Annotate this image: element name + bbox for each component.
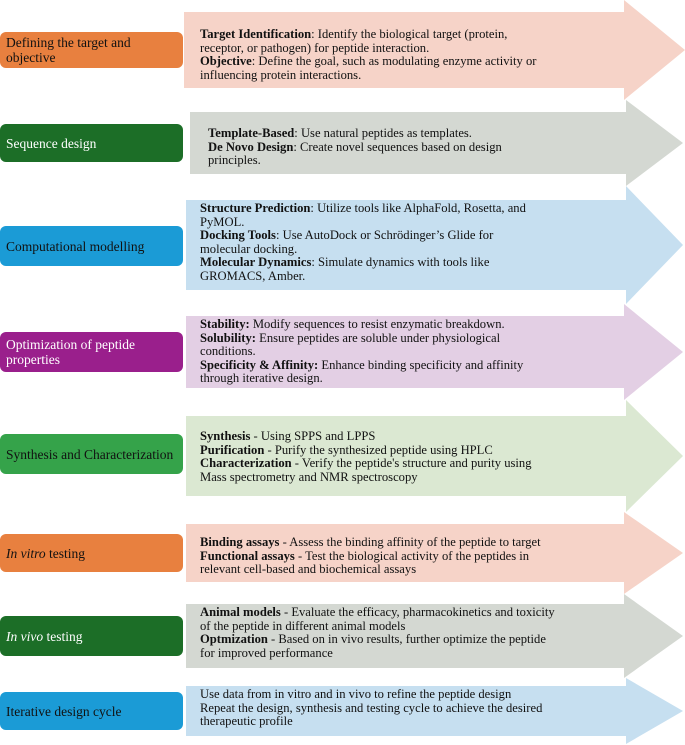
step-description: Binding assays - Assess the binding affi… — [200, 535, 541, 577]
arrow-shape — [186, 186, 683, 304]
description-line: molecular docking. — [200, 241, 298, 256]
arrow-shape — [190, 100, 683, 186]
description-line: Mass spectrometry and NMR spectroscopy — [200, 469, 418, 484]
description-line: Objective: Define the goal, such as modu… — [200, 54, 537, 69]
step-description: Template-Based: Use natural peptides as … — [208, 126, 502, 168]
description-line: Binding assays - Assess the binding affi… — [200, 535, 541, 549]
description-line: Molecular Dynamics: Simulate dynamics wi… — [200, 255, 490, 270]
step-arrow — [190, 100, 683, 186]
step-description: Target Identification: Identify the biol… — [200, 27, 537, 82]
step-arrow — [186, 512, 683, 594]
step-label-text: Computational modelling — [6, 238, 145, 254]
step-label-text: Defining the target and objective — [6, 35, 131, 65]
description-line: influencing protein interactions. — [200, 67, 362, 82]
description-line: relevant cell-based and biochemical assa… — [200, 562, 417, 577]
description-line: Use data from in vitro and in vivo to re… — [200, 687, 512, 701]
arrow-shape — [186, 400, 683, 512]
step-row: Sequence design Template-Based: Use natu… — [0, 100, 685, 186]
step-label: Sequence design — [0, 124, 183, 162]
step-label: Synthesis and Characterization — [0, 434, 183, 474]
step-row: Optimization of peptide properties Stabi… — [0, 304, 685, 400]
step-row: Computational modelling Structure Predic… — [0, 186, 685, 304]
step-label: Optimization of peptide properties — [0, 332, 183, 372]
description-line: Synthesis - Using SPPS and LPPS — [200, 429, 376, 443]
description-line: Optmization - Based on in vivo results, … — [200, 632, 546, 647]
description-line: Animal models - Evaluate the efficacy, p… — [200, 605, 555, 619]
description-line: principles. — [208, 153, 261, 168]
description-line: De Novo Design: Create novel sequences b… — [208, 139, 502, 154]
step-arrow — [186, 186, 683, 304]
step-label: In vivo testing — [0, 616, 183, 656]
step-label-text: Synthesis and Characterization — [6, 446, 174, 462]
description-line: Structure Prediction: Utilize tools like… — [200, 201, 526, 215]
description-line: Repeat the design, synthesis and testing… — [200, 700, 543, 715]
step-row: In vitro testing Binding assays - Assess… — [0, 512, 685, 594]
description-line: Specificity & Affinity: Enhance binding … — [200, 357, 524, 372]
step-row: Iterative design cycle Use data from in … — [0, 678, 685, 744]
arrow-shape — [184, 0, 685, 100]
description-line: GROMACS, Amber. — [200, 268, 306, 283]
arrow-shape — [186, 304, 683, 400]
step-label: Computational modelling — [0, 226, 183, 266]
description-line: Docking Tools: Use AutoDock or Schröding… — [200, 228, 494, 243]
step-row: Synthesis and Characterization Synthesis… — [0, 400, 685, 512]
step-label: In vitro testing — [0, 534, 183, 572]
step-arrow — [186, 304, 683, 400]
description-line: therapeutic profile — [200, 714, 293, 729]
step-label-text: Iterative design cycle — [6, 703, 122, 719]
step-description: Animal models - Evaluate the efficacy, p… — [200, 605, 555, 660]
description-line: through iterative design. — [200, 371, 323, 386]
description-line: PyMOL. — [200, 214, 245, 229]
step-arrow — [186, 400, 683, 512]
step-arrow — [186, 594, 683, 678]
step-description: Structure Prediction: Utilize tools like… — [200, 201, 526, 284]
step-label-text: In vivo testing — [6, 628, 83, 644]
description-line: Target Identification: Identify the biol… — [200, 27, 508, 41]
description-line: Characterization - Verify the peptide's … — [200, 456, 532, 471]
step-description: Synthesis - Using SPPS and LPPS Purifica… — [200, 429, 532, 484]
step-arrow — [186, 678, 683, 744]
step-label-text: In vitro testing — [6, 545, 85, 561]
step-row: Defining the target and objective Target… — [0, 0, 685, 100]
description-line: Purification - Purify the synthesized pe… — [200, 442, 493, 457]
arrow-shape — [186, 512, 683, 594]
description-line: of the peptide in different animal model… — [200, 618, 406, 633]
arrow-shape — [186, 678, 683, 744]
description-line: Template-Based: Use natural peptides as … — [208, 126, 472, 140]
description-line: receptor, or pathogen) for peptide inter… — [200, 40, 430, 55]
step-description: Use data from in vitro and in vivo to re… — [200, 687, 543, 729]
step-label-text: Optimization of peptide properties — [6, 337, 135, 367]
step-arrow — [184, 0, 685, 100]
arrow-shape — [186, 594, 683, 678]
description-line: for improved performance — [200, 645, 333, 660]
description-line: Functional assays - Test the biological … — [200, 548, 530, 563]
step-label: Defining the target and objective — [0, 32, 183, 68]
step-description: Stability: Modify sequences to resist en… — [200, 317, 524, 386]
description-line: Solubility: Ensure peptides are soluble … — [200, 330, 501, 345]
description-line: conditions. — [200, 344, 256, 359]
step-label-text: Sequence design — [6, 135, 97, 151]
step-label: Iterative design cycle — [0, 692, 183, 730]
description-line: Stability: Modify sequences to resist en… — [200, 317, 505, 331]
step-row: In vivo testing Animal models - Evaluate… — [0, 594, 685, 678]
